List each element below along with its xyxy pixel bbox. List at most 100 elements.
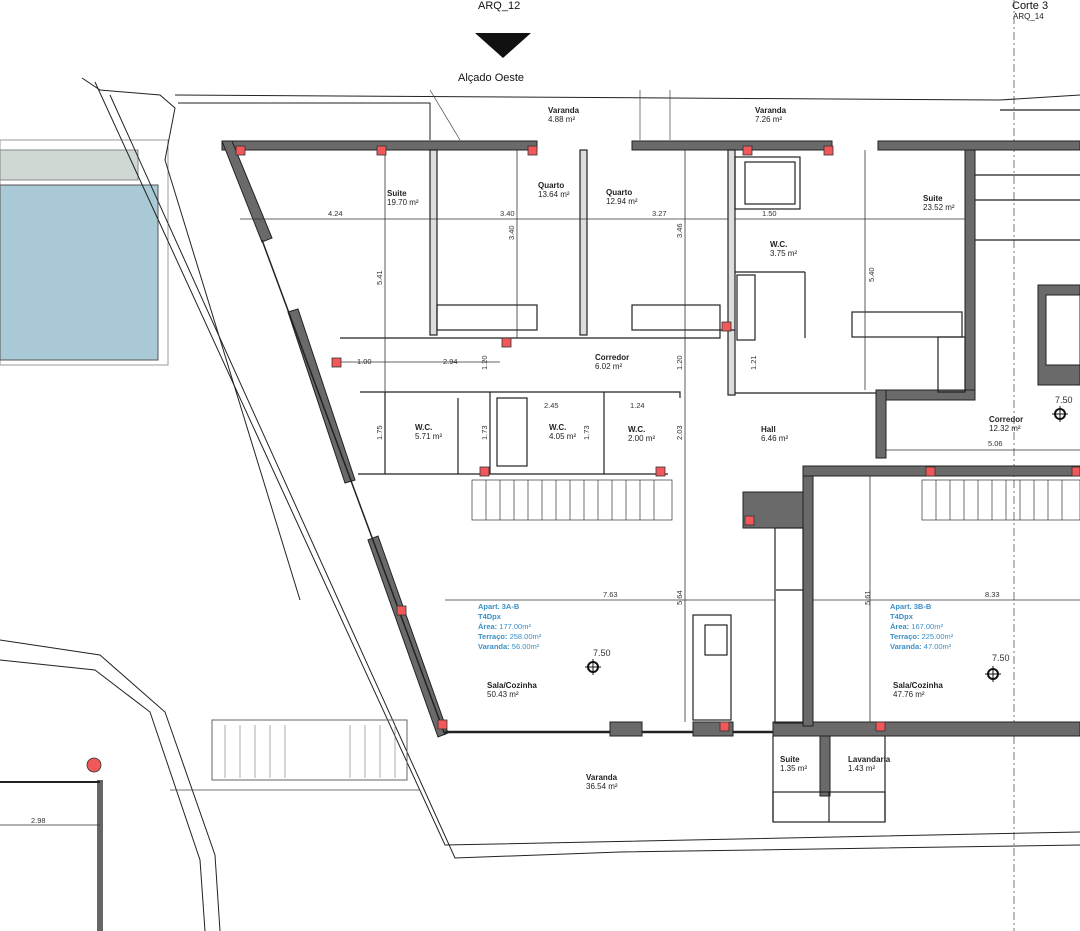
- room-name: Varanda: [586, 773, 618, 782]
- level-marker-icon: [985, 666, 1001, 682]
- room-name: Suite: [780, 755, 800, 764]
- label: 258.00m²: [510, 632, 542, 641]
- room-name: Varanda: [548, 106, 580, 115]
- label: T4Dpx: [890, 612, 914, 621]
- level-value: 7.50: [1055, 395, 1073, 405]
- section-ref-left: ARQ_12: [478, 0, 520, 12]
- level-marker-icon: [585, 659, 601, 675]
- room-name: Suite: [387, 189, 407, 198]
- label: 225.00m²: [922, 632, 954, 641]
- label: 2.03: [675, 425, 684, 440]
- label: 3.46: [675, 223, 684, 238]
- label: 1.50: [762, 209, 777, 218]
- room-area: 6.02 m²: [595, 362, 622, 371]
- room-area: 4.88 m²: [548, 115, 575, 124]
- partitions: [0, 109, 1080, 931]
- label: 1.20: [480, 355, 489, 370]
- room-name: W.C.: [770, 240, 787, 249]
- dimension-lines: [0, 150, 1080, 826]
- room-name: Sala/Cozinha: [487, 681, 537, 690]
- walls: [221, 140, 1080, 797]
- label: 56.00m²: [512, 642, 540, 651]
- room-area: 7.26 m²: [755, 115, 782, 124]
- apartment-info-3b: Apart. 3B-B T4Dpx Área: 167.00m² Terraço…: [890, 602, 954, 651]
- room-area: 6.46 m²: [761, 434, 788, 443]
- room-area: 12.94 m²: [606, 197, 638, 206]
- stairs: [471, 479, 1080, 521]
- level-markers: 7.50 7.50 7.50: [585, 395, 1073, 682]
- room-name: W.C.: [549, 423, 566, 432]
- label: Terraço:: [478, 632, 507, 641]
- room-area: 4.05 m²: [549, 432, 576, 441]
- room-area: 36.54 m²: [586, 782, 618, 791]
- section-title-right: Corte 3: [1012, 0, 1048, 12]
- room-name: Sala/Cozinha: [893, 681, 943, 690]
- room-area: 1.35 m²: [780, 764, 807, 773]
- room-area: 5.71 m²: [415, 432, 442, 441]
- terrace-outline: [0, 77, 1080, 931]
- apartment-info-3a: Apart. 3A-B T4Dpx Área: 177.00m² Terraço…: [478, 602, 542, 651]
- label: 2.45: [544, 401, 559, 410]
- label: 1.21: [749, 355, 758, 370]
- level-marker-icon: [1052, 406, 1068, 422]
- label: 1.75: [375, 425, 384, 440]
- label: Varanda:: [478, 642, 510, 651]
- svg-text:Área: 167.00m²: Área: 167.00m²: [890, 622, 943, 631]
- label: 5.40: [867, 267, 876, 282]
- room-area: 12.32 m²: [989, 424, 1021, 433]
- label: T4Dpx: [478, 612, 502, 621]
- room-area: 23.52 m²: [923, 203, 955, 212]
- label: 7.63: [603, 590, 618, 599]
- section-ref-right: ARQ_14: [1013, 12, 1044, 21]
- pool: [0, 139, 169, 366]
- label: 1.24: [630, 401, 645, 410]
- dimension-labels: 4.24 3.40 3.27 5.41 3.40 3.46 1.50 5.40 …: [31, 209, 1003, 825]
- room-name: W.C.: [415, 423, 432, 432]
- room-area: 19.70 m²: [387, 198, 419, 207]
- label: 47.00m²: [924, 642, 952, 651]
- room-area: 2.00 m²: [628, 434, 655, 443]
- label: 5.41: [375, 270, 384, 285]
- room-name: Quarto: [606, 188, 632, 197]
- section-arrow-icon: [475, 33, 531, 58]
- room-name: Corredor: [989, 415, 1023, 424]
- label: Área:: [478, 622, 497, 631]
- room-name: Lavandaria: [848, 755, 891, 764]
- label: Varanda:: [890, 642, 922, 651]
- label: 177.00m²: [499, 622, 531, 631]
- label: Área:: [890, 622, 909, 631]
- elevation-label: Alçado Oeste: [458, 72, 524, 84]
- label: 1.73: [582, 425, 591, 440]
- room-area: 13.64 m²: [538, 190, 570, 199]
- room-name: Quarto: [538, 181, 564, 190]
- svg-text:Terraço: 225.00m²: Terraço: 225.00m²: [890, 632, 954, 641]
- label: Apart. 3B-B: [890, 602, 932, 611]
- label: 5.06: [988, 439, 1003, 448]
- room-area: 3.75 m²: [770, 249, 797, 258]
- label: 5.64: [675, 590, 684, 605]
- level-value: 7.50: [992, 653, 1010, 663]
- svg-text:Varanda: 47.00m²: Varanda: 47.00m²: [890, 642, 952, 651]
- label: 8.33: [985, 590, 1000, 599]
- room-name: Hall: [761, 425, 776, 434]
- label: 2.94: [443, 357, 458, 366]
- svg-text:Varanda: 56.00m²: Varanda: 56.00m²: [478, 642, 540, 651]
- svg-text:Área: 177.00m²: Área: 177.00m²: [478, 622, 531, 631]
- room-area: 50.43 m²: [487, 690, 519, 699]
- room-name: W.C.: [628, 425, 645, 434]
- label: 167.00m²: [911, 622, 943, 631]
- room-area: 1.43 m²: [848, 764, 875, 773]
- label: 2.98: [31, 816, 46, 825]
- label: 5.61: [863, 590, 872, 605]
- room-area: 47.76 m²: [893, 690, 925, 699]
- label: 3.40: [507, 225, 516, 240]
- room-name: Suite: [923, 194, 943, 203]
- label: 4.24: [328, 209, 343, 218]
- room-name: Varanda: [755, 106, 787, 115]
- label: 3.40: [500, 209, 515, 218]
- label: 1.00: [357, 357, 372, 366]
- level-value: 7.50: [593, 648, 611, 658]
- label: Terraço:: [890, 632, 919, 641]
